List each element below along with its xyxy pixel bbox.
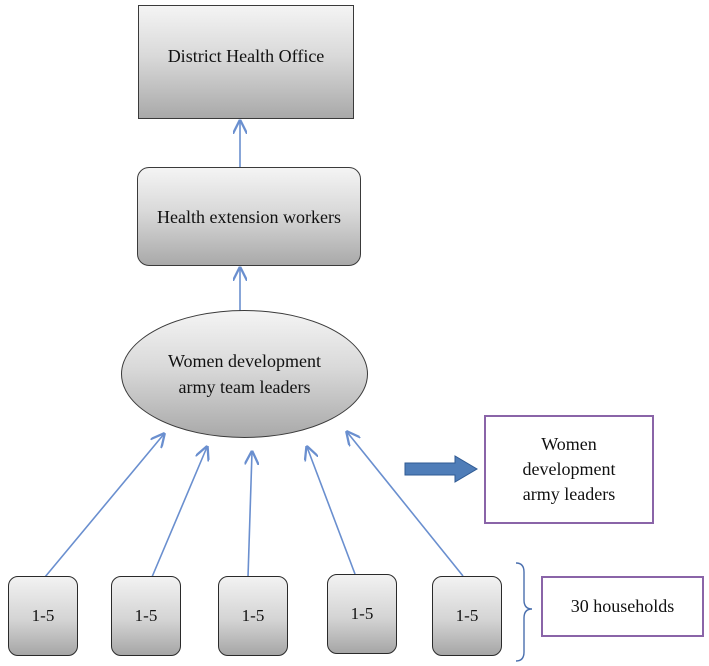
health-extension-workers-label: Health extension workers <box>157 206 341 227</box>
district-health-office-box: District Health Office <box>138 5 354 119</box>
household-group-label: 1-5 <box>350 604 374 623</box>
household-group-label: 1-5 <box>455 606 479 625</box>
arrow-hh4-to-leaders <box>307 447 356 575</box>
team-leaders-ellipse: Women development army team leaders <box>121 310 368 438</box>
district-health-office-label: District Health Office <box>167 46 325 66</box>
household-group-label: 1-5 <box>241 606 265 625</box>
team-leaders-label: Women development army team leaders <box>167 351 321 397</box>
army-leaders-box: Women development army leaders <box>484 415 654 524</box>
households-count-box: 30 households <box>541 576 704 637</box>
arrow-hh2-to-leaders <box>151 447 207 578</box>
household-group-label: 1-5 <box>31 606 55 625</box>
household-group-1: 1-5 <box>8 576 78 656</box>
households-count-label: 30 households <box>570 596 675 616</box>
block-arrow <box>404 455 478 483</box>
health-extension-workers-box: Health extension workers <box>137 167 361 266</box>
arrow-hh3-to-leaders <box>248 452 252 578</box>
arrow-hh1-to-leaders <box>44 434 164 578</box>
household-group-3: 1-5 <box>218 576 288 656</box>
household-group-label: 1-5 <box>134 606 158 625</box>
arrow-hh5-to-leaders <box>347 432 464 577</box>
household-group-4: 1-5 <box>327 574 397 654</box>
household-group-2: 1-5 <box>111 576 181 656</box>
households-bracket <box>515 562 533 662</box>
army-leaders-label: Women development army leaders <box>522 434 616 504</box>
household-group-5: 1-5 <box>432 576 502 656</box>
